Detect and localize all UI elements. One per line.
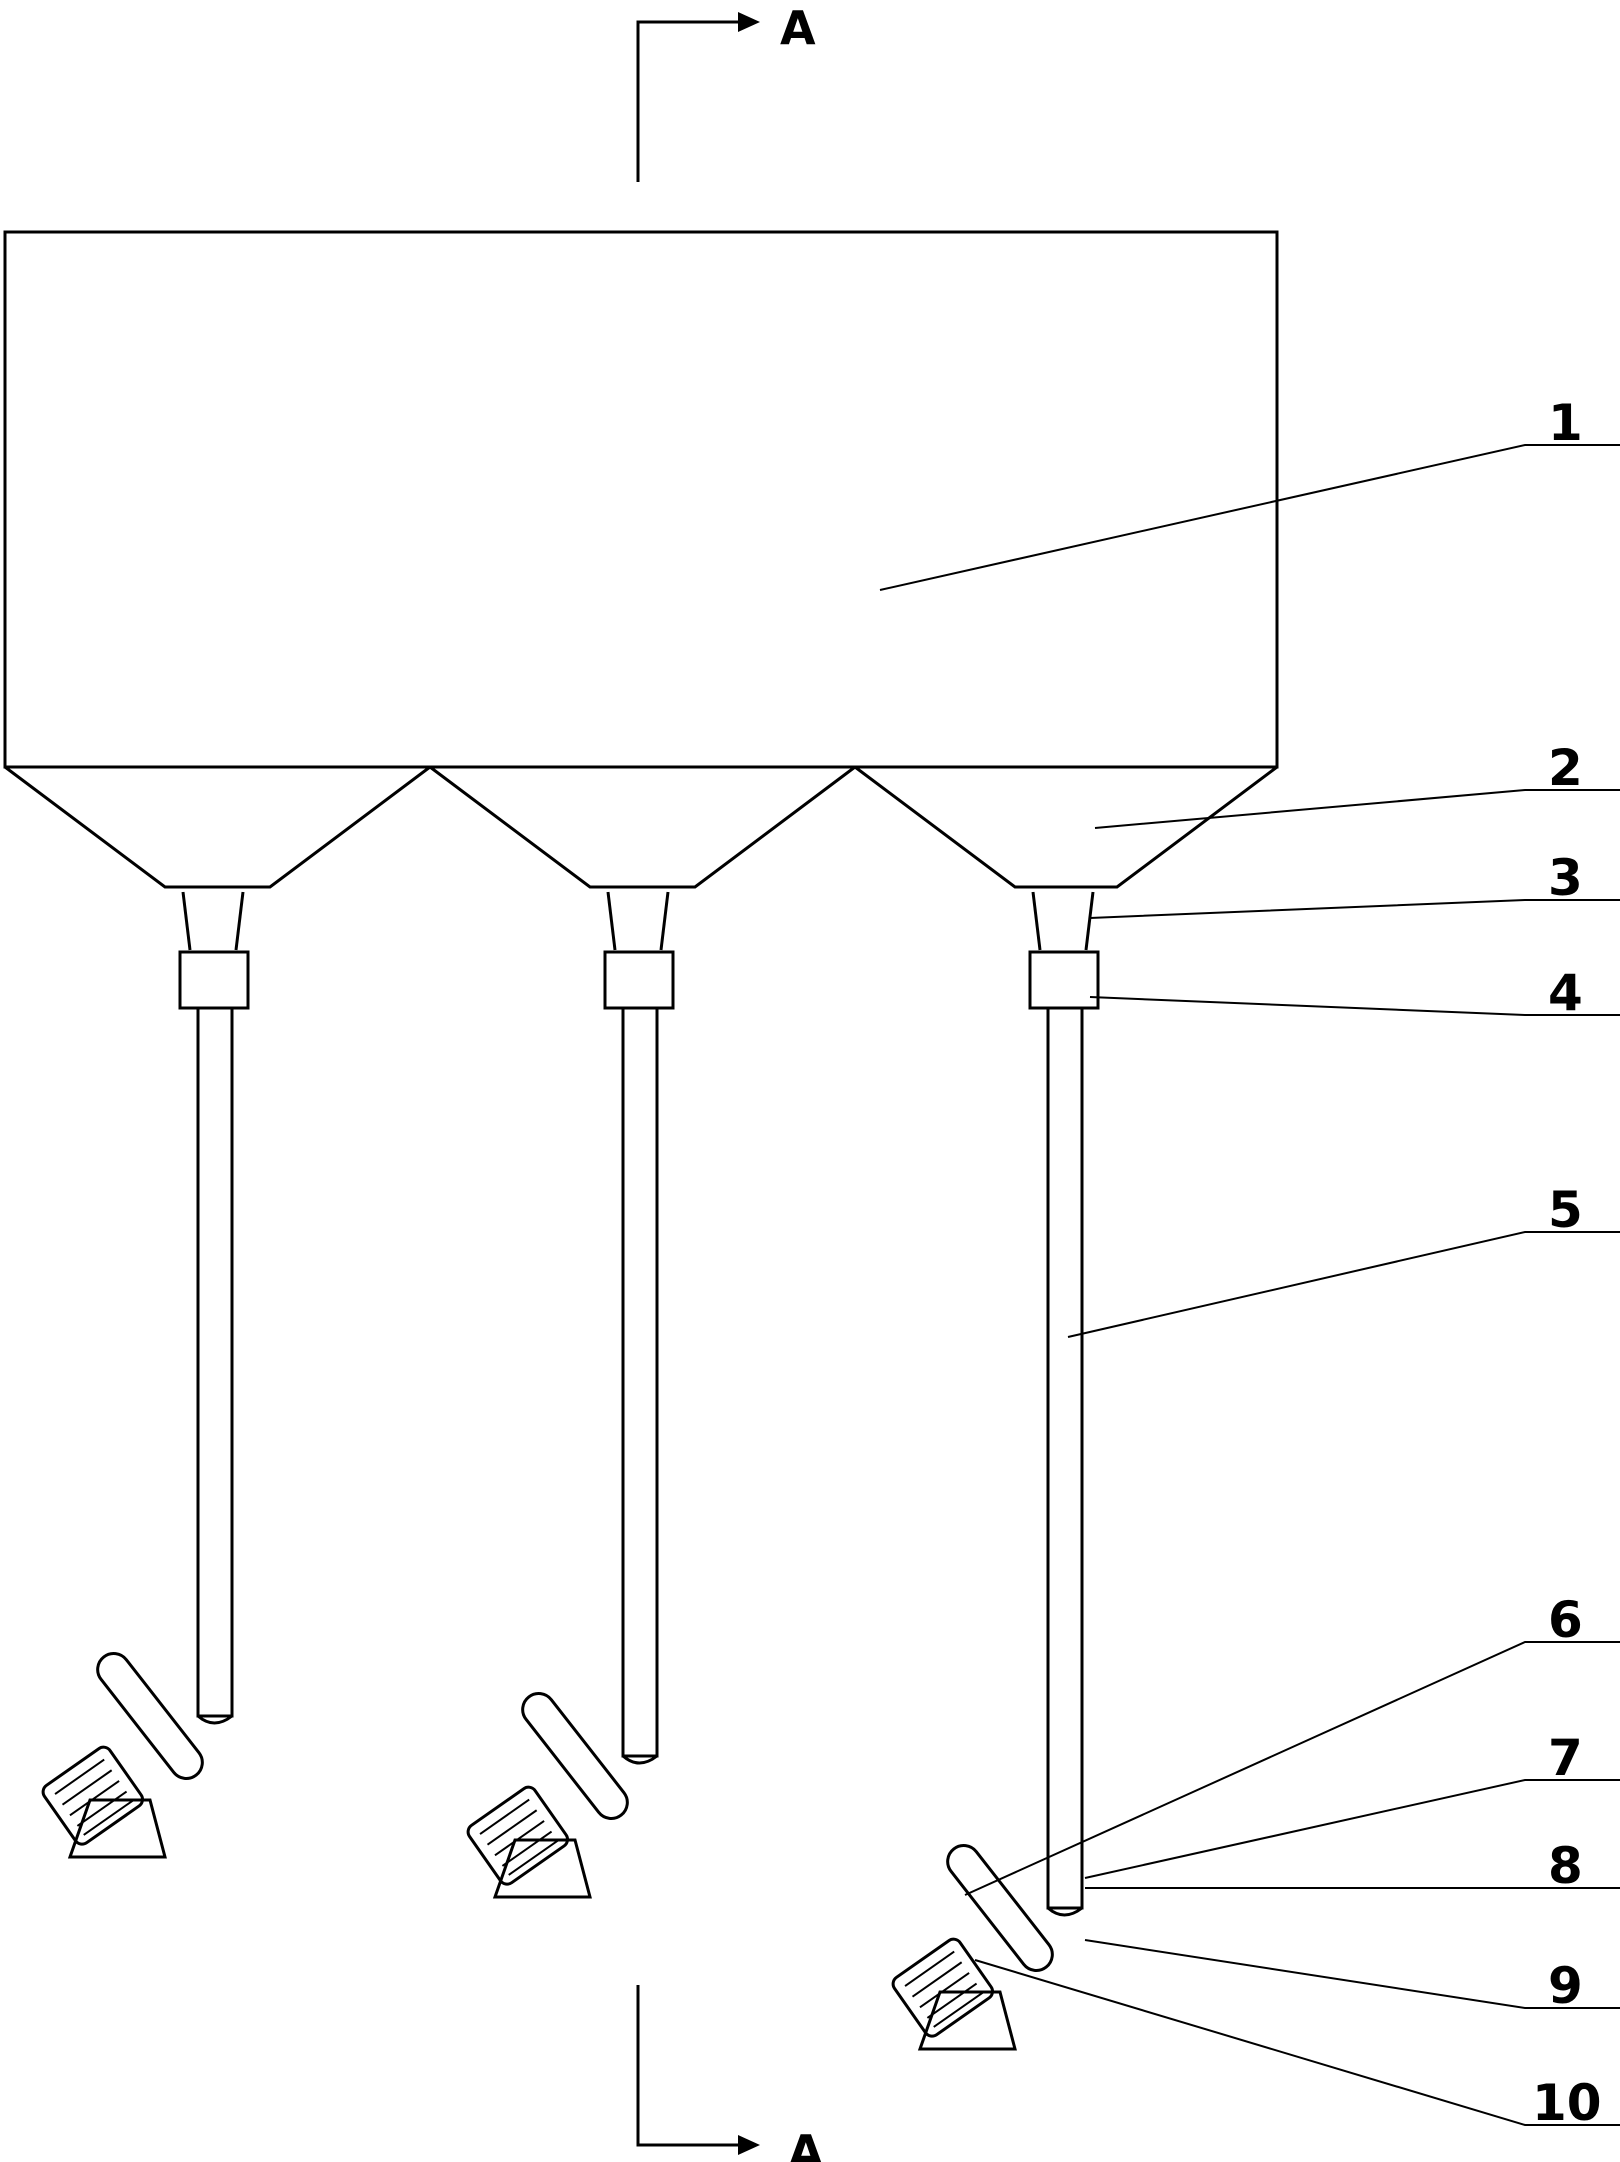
part-labels: 1 2 3 4 5 6 7 8 9 10: [1532, 394, 1602, 2132]
label-3: 3: [1548, 849, 1583, 907]
label-6: 6: [1548, 1591, 1583, 1649]
motor-assembly-right: [891, 1844, 1054, 2051]
silo-body: [3, 230, 1279, 889]
feeding-unit-left: [178, 891, 250, 1725]
label-10: 10: [1532, 2074, 1602, 2132]
leader-lines: [879, 444, 1620, 2126]
label-5: 5: [1548, 1181, 1583, 1239]
section-label-top: A: [780, 1, 816, 55]
label-1: 1: [1548, 394, 1583, 452]
label-4: 4: [1548, 964, 1583, 1022]
label-7: 7: [1548, 1729, 1583, 1787]
label-2: 2: [1548, 739, 1583, 797]
section-marker-top: A: [636, 1, 816, 182]
label-8: 8: [1548, 1837, 1583, 1895]
motor-assembly-left: [41, 1652, 204, 1859]
section-marker-bottom: A: [636, 1985, 824, 2162]
motor-assembly-middle: [466, 1692, 629, 1899]
label-9: 9: [1548, 1957, 1583, 2015]
section-label-bottom: A: [788, 2125, 824, 2162]
feeding-unit-right: [1028, 891, 1100, 1917]
feeding-unit-middle: [603, 891, 675, 1765]
